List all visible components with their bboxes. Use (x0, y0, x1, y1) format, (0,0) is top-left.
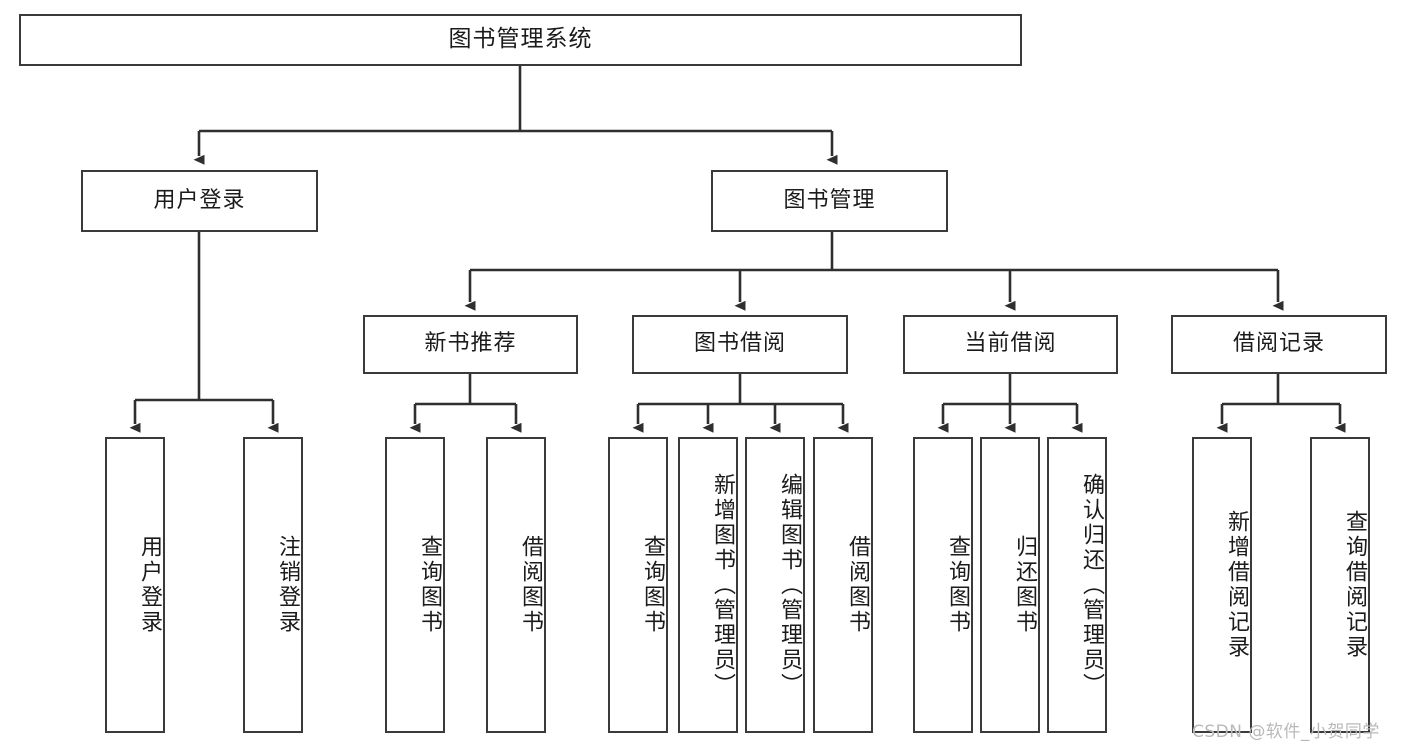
node-label: 新增图书（管理员） (710, 472, 735, 698)
leaf-query-book-borrow[interactable]: 查询图书 (608, 437, 668, 733)
leaf-query-book-current[interactable]: 查询图书 (913, 437, 973, 733)
leaf-confirm-return-admin[interactable]: 确认归还（管理员） (1047, 437, 1107, 733)
leaf-logout-login[interactable]: 注销登录 (243, 437, 303, 733)
node-label: 借阅记录 (1232, 331, 1325, 357)
node-label: 图书借阅 (693, 331, 786, 357)
node-label: 用户登录 (153, 187, 246, 213)
node-label: 图书管理系统 (448, 26, 593, 53)
node-book-manage[interactable]: 图书管理 (711, 170, 948, 232)
node-label: 借阅图书 (845, 535, 870, 635)
leaf-query-book-rec[interactable]: 查询图书 (385, 437, 445, 733)
leaf-borrow-book-rec[interactable]: 借阅图书 (486, 437, 546, 733)
csdn-watermark: CSDN @软件_小贺同学 (1192, 722, 1380, 742)
node-label: 查询借阅记录 (1342, 510, 1367, 660)
leaf-add-borrow-record[interactable]: 新增借阅记录 (1192, 437, 1252, 733)
node-label: 确认归还（管理员） (1079, 472, 1104, 698)
node-user-login[interactable]: 用户登录 (81, 170, 318, 232)
node-label: 查询图书 (640, 535, 665, 635)
node-label: 借阅图书 (518, 535, 543, 635)
node-label: 当前借阅 (964, 331, 1057, 357)
node-root-system[interactable]: 图书管理系统 (19, 14, 1022, 66)
node-label: 查询图书 (945, 535, 970, 635)
node-label: 编辑图书（管理员） (777, 472, 802, 698)
node-label: 归还图书 (1012, 535, 1037, 635)
node-label: 查询图书 (417, 535, 442, 635)
node-book-borrow[interactable]: 图书借阅 (632, 315, 848, 374)
leaf-borrow-book[interactable]: 借阅图书 (813, 437, 873, 733)
leaf-add-book-admin[interactable]: 新增图书（管理员） (678, 437, 738, 733)
node-label: 用户登录 (137, 535, 162, 635)
node-label: 新增借阅记录 (1224, 510, 1249, 660)
node-borrow-record[interactable]: 借阅记录 (1171, 315, 1387, 374)
leaf-return-book[interactable]: 归还图书 (980, 437, 1040, 733)
node-label: 图书管理 (783, 187, 876, 213)
leaf-user-login[interactable]: 用户登录 (105, 437, 165, 733)
leaf-query-borrow-record[interactable]: 查询借阅记录 (1310, 437, 1370, 733)
node-new-book-rec[interactable]: 新书推荐 (363, 315, 578, 374)
node-label: 注销登录 (275, 535, 300, 635)
node-current-borrow[interactable]: 当前借阅 (903, 315, 1118, 374)
leaf-edit-book-admin[interactable]: 编辑图书（管理员） (745, 437, 805, 733)
node-label: 新书推荐 (424, 331, 517, 357)
